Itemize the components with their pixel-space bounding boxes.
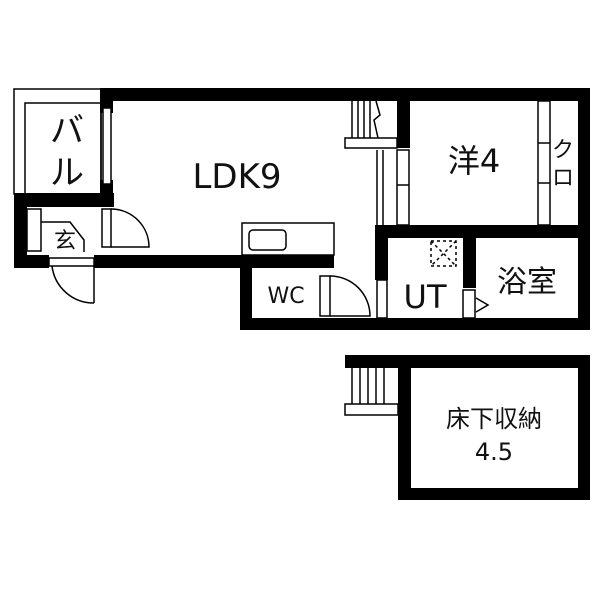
stairs-upper — [344, 100, 398, 149]
room-labels: バ ル LDK9 洋4 ク ロ 玄 WC UT 浴室 床下収納 4.5 — [50, 111, 574, 466]
label-toilet: WC — [267, 284, 304, 309]
label-bathroom: 浴室 — [497, 265, 557, 300]
label-balcony-1: バ — [50, 111, 84, 151]
label-western-room: 洋4 — [448, 142, 500, 180]
label-underfloor-storage-size: 4.5 — [475, 438, 513, 466]
label-balcony-2: ル — [50, 153, 84, 193]
label-underfloor-storage: 床下収納 — [446, 405, 542, 433]
label-utility: UT — [404, 278, 447, 316]
doors — [26, 208, 371, 317]
label-closet-2: ロ — [552, 166, 574, 191]
windows — [376, 100, 551, 319]
balcony-frame — [13, 88, 112, 195]
label-closet-1: ク — [552, 138, 574, 163]
underfloor-storage — [344, 355, 590, 500]
kitchen-counter — [241, 222, 335, 256]
walls — [14, 88, 590, 330]
label-ldk: LDK9 — [192, 157, 281, 197]
washing-machine-space — [430, 240, 457, 267]
label-entrance: 玄 — [54, 229, 76, 254]
